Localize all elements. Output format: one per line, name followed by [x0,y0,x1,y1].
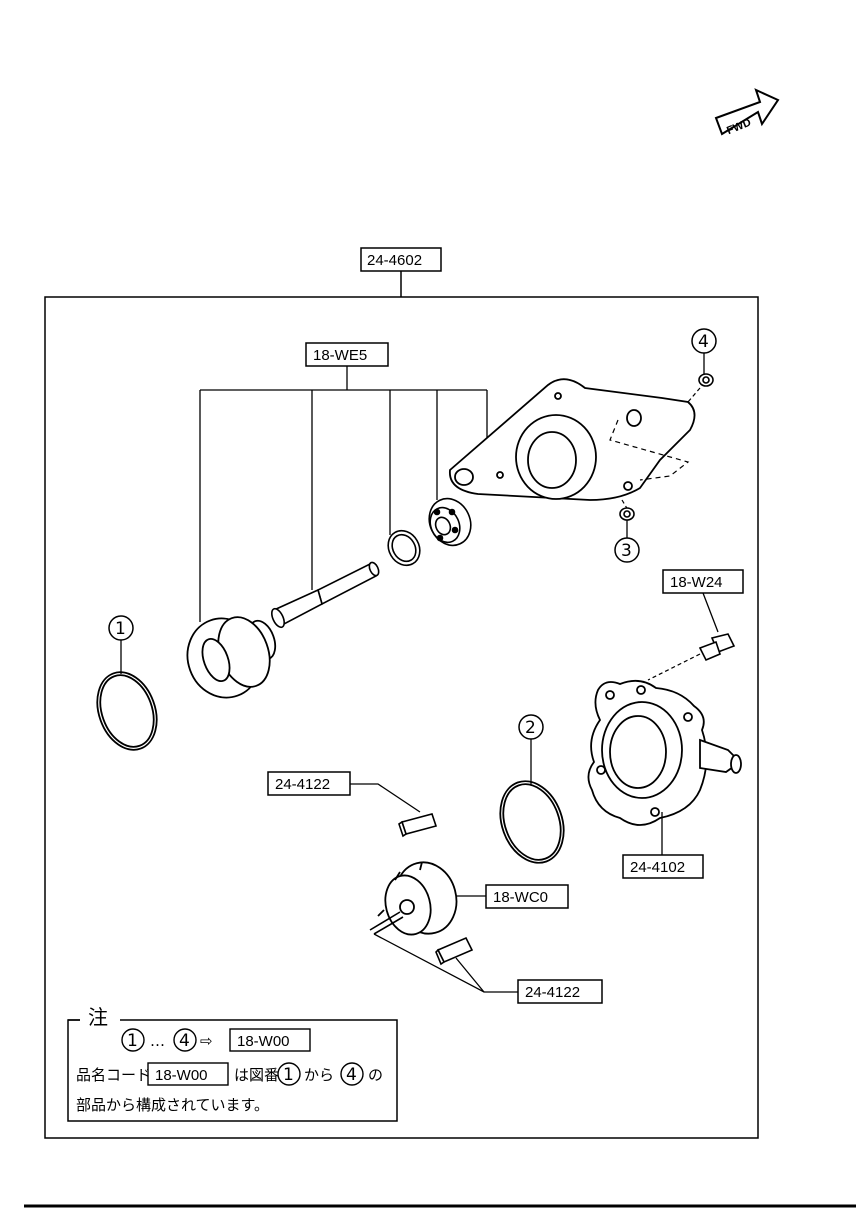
note-ellipsis: … [150,1032,165,1050]
note-code-1[interactable]: 18-W00 [237,1033,290,1050]
pump-pulley-part [186,614,277,699]
key-upper-label[interactable]: 24-4122 [275,776,330,793]
key-lower-label-box [517,979,603,1004]
note-suffix: の [368,1066,383,1084]
pump-shaft-part [271,561,380,629]
forward-direction-arrow: FWD [714,88,780,137]
key-lower-label[interactable]: 24-4122 [525,984,580,1001]
rotor-label[interactable]: 18-WC0 [493,889,548,906]
note-ref-start: 1 [127,1031,138,1051]
note-kara: から [304,1066,334,1084]
o-ring-2-part [499,780,565,864]
assembly-label[interactable]: 24-4602 [367,252,422,269]
circled-ref-3: 3 [621,541,632,561]
note-line-3: 部品から構成されています。 [76,1096,269,1114]
bearing-shaft-leaders [199,366,488,622]
note-ref-end: 4 [179,1031,190,1051]
circled-ref-1: 1 [115,619,126,639]
note-ref-from: 1 [283,1065,294,1085]
ball-bearing-part [428,497,472,547]
note-box: 注 1 … 4 ⇨ 18-W00 品名コード 18-W00 は図番 1 から 4… [67,1005,398,1122]
cover-label-box [622,854,704,879]
cover-label[interactable]: 24-4102 [630,859,685,876]
rotor-label-box [485,884,569,909]
vane-key-lower-part [435,936,474,966]
bolt-label[interactable]: 18-W24 [670,574,723,591]
note-header: 注 [88,1005,108,1029]
o-ring-4-part [698,373,714,387]
circled-ref-2: 2 [525,718,536,738]
vane-key-upper-part [398,813,438,838]
note-middle: は図番 [234,1066,279,1084]
bolt-part [647,633,736,681]
pump-cover-part [587,679,742,826]
note-code-2[interactable]: 18-W00 [155,1067,208,1084]
bearing-shaft-label[interactable]: 18-WE5 [313,347,367,364]
note-prefix: 品名コード [76,1066,151,1084]
o-ring-3-part [619,507,635,521]
note-ref-to: 4 [346,1065,357,1085]
pump-rotor-part [369,861,458,936]
assembly-frame [44,296,759,1139]
o-ring-1-part [96,671,158,751]
note-arrow: ⇨ [200,1032,213,1050]
pump-flange-housing [449,378,701,511]
circled-ref-4: 4 [698,332,709,352]
snap-ring-part [387,529,421,567]
